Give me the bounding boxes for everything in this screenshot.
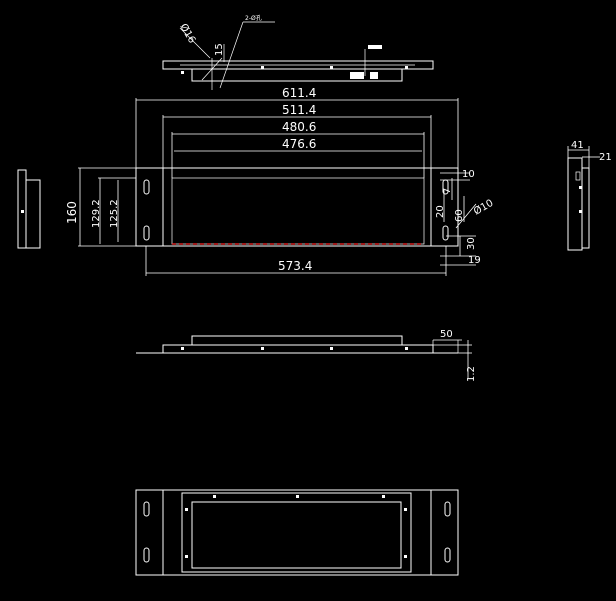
top-view-body xyxy=(191,68,403,82)
dim-7-label: 7 xyxy=(442,188,453,194)
dia10-leader xyxy=(455,203,477,229)
top-view-connector xyxy=(370,72,378,79)
mount-slot-right-bottom xyxy=(442,225,449,241)
top-view-screw xyxy=(405,66,408,69)
dim-129-label: 129.2 xyxy=(91,199,102,228)
dim-573-label: 573.4 xyxy=(278,259,312,273)
left-side-plate xyxy=(17,169,27,249)
rear-slot-right-bottom xyxy=(444,547,451,563)
bottom-edge-plate xyxy=(162,344,434,354)
hole-note-label: 2-Ø孔 xyxy=(245,14,262,22)
leader-hole-note xyxy=(219,21,244,89)
rear-screw xyxy=(404,508,407,511)
dim-160-label: 160 xyxy=(65,201,79,224)
left-side-view xyxy=(17,169,41,249)
dim-480-label: 480.6 xyxy=(282,120,316,134)
rear-screw xyxy=(404,555,407,558)
dim-125-label: 125.2 xyxy=(109,199,120,228)
side-21-label: 21 xyxy=(599,152,612,163)
rear-slot-left-top xyxy=(143,501,150,517)
dim-30-label: 30 xyxy=(466,237,477,250)
top-view-cable-tag xyxy=(368,45,382,49)
right-side-screw xyxy=(579,186,582,189)
dim-611-label: 611.4 xyxy=(282,86,316,100)
flange-50-label: 50 xyxy=(440,329,453,340)
dim15-label: 15 xyxy=(214,43,225,56)
rear-screw xyxy=(213,495,216,498)
right-side-detail xyxy=(575,171,581,181)
front-outer-frame xyxy=(135,167,459,247)
bottom-edge-screw xyxy=(261,347,264,350)
rear-screw xyxy=(382,495,385,498)
top-view-screw xyxy=(261,66,264,69)
right-side-screw xyxy=(579,210,582,213)
top-view: Ø16 15 2-Ø孔 xyxy=(162,14,434,90)
dim-476-label: 476.6 xyxy=(282,137,316,151)
left-side-screw xyxy=(21,210,24,213)
front-view: 611.4 511.4 480.6 476.6 573.4 160 129.2 … xyxy=(65,86,495,276)
top-view-connector xyxy=(350,72,364,79)
dia16-label: Ø16 xyxy=(177,22,198,46)
rear-screw xyxy=(185,508,188,511)
bottom-edge-screw xyxy=(181,347,184,350)
rear-slot-left-bottom xyxy=(143,547,150,563)
bottom-edge-view: 50 1.2 xyxy=(136,329,477,382)
rear-view xyxy=(135,489,459,576)
rear-slot-right-top xyxy=(444,501,451,517)
rear-body xyxy=(181,492,412,573)
thickness-label: 1.2 xyxy=(466,366,477,382)
dim-60-label: 60 xyxy=(454,209,465,222)
top-view-screw xyxy=(330,66,333,69)
left-side-body xyxy=(25,179,41,249)
dia10-label: Ø10 xyxy=(472,197,496,218)
leader-dia16 xyxy=(179,27,211,59)
mount-slot-left-bottom xyxy=(143,225,150,241)
dim-511-label: 511.4 xyxy=(282,103,316,117)
rear-panel xyxy=(191,501,402,569)
mount-slot-left-top xyxy=(143,179,150,195)
bottom-edge-body xyxy=(191,335,403,346)
right-side-plate xyxy=(581,167,590,249)
rear-outer-frame xyxy=(135,489,459,576)
right-side-view: 41 21 xyxy=(567,140,612,251)
top-view-screw xyxy=(181,71,184,74)
bottom-edge-screw xyxy=(330,347,333,350)
dim-20-label: 20 xyxy=(435,205,446,218)
dim-19-label: 19 xyxy=(468,255,481,266)
rear-screw xyxy=(185,555,188,558)
front-screen-area xyxy=(171,177,425,245)
bottom-edge-screw xyxy=(405,347,408,350)
side-41-label: 41 xyxy=(571,140,584,151)
rear-screw xyxy=(296,495,299,498)
dim-10-label: 10 xyxy=(462,169,475,180)
